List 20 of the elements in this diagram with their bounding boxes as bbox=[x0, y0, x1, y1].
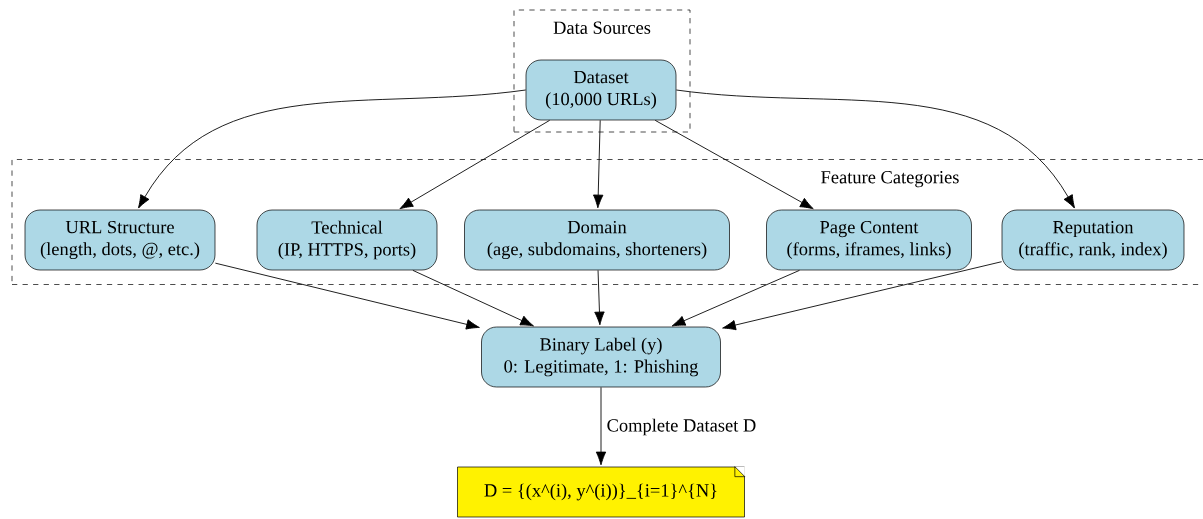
arrow bbox=[722, 261, 1003, 331]
arrow bbox=[399, 119, 551, 210]
process-box: Reputation (traffic, rank, index) bbox=[1001, 209, 1185, 271]
arrow bbox=[593, 119, 604, 209]
arrow bbox=[675, 89, 1075, 209]
process-box: Domain (age, subdomains, shorteners) bbox=[464, 209, 730, 271]
arrow bbox=[595, 386, 607, 466]
arrow bbox=[412, 269, 534, 327]
note-box: D = {(x^(i), y^(i))}_{i=1}^{N} bbox=[457, 466, 746, 518]
process-box: Binary Label (y) 0: Legitimate, 1: Phishing bbox=[481, 326, 721, 388]
process-box: Dataset (10,000 URLs) bbox=[525, 59, 677, 121]
arrow bbox=[594, 269, 605, 326]
arrow bbox=[214, 262, 480, 330]
process-box: URL Structure (length, dots, @, etc.) bbox=[24, 209, 216, 271]
arrow bbox=[654, 119, 814, 210]
process-box: Page Content (forms, iframes, links) bbox=[766, 209, 972, 271]
edge-label: Complete Dataset D bbox=[603, 415, 760, 439]
arrow bbox=[138, 89, 527, 209]
process-box: Technical (IP, HTTPS, ports) bbox=[256, 209, 438, 271]
arrow bbox=[671, 269, 800, 327]
